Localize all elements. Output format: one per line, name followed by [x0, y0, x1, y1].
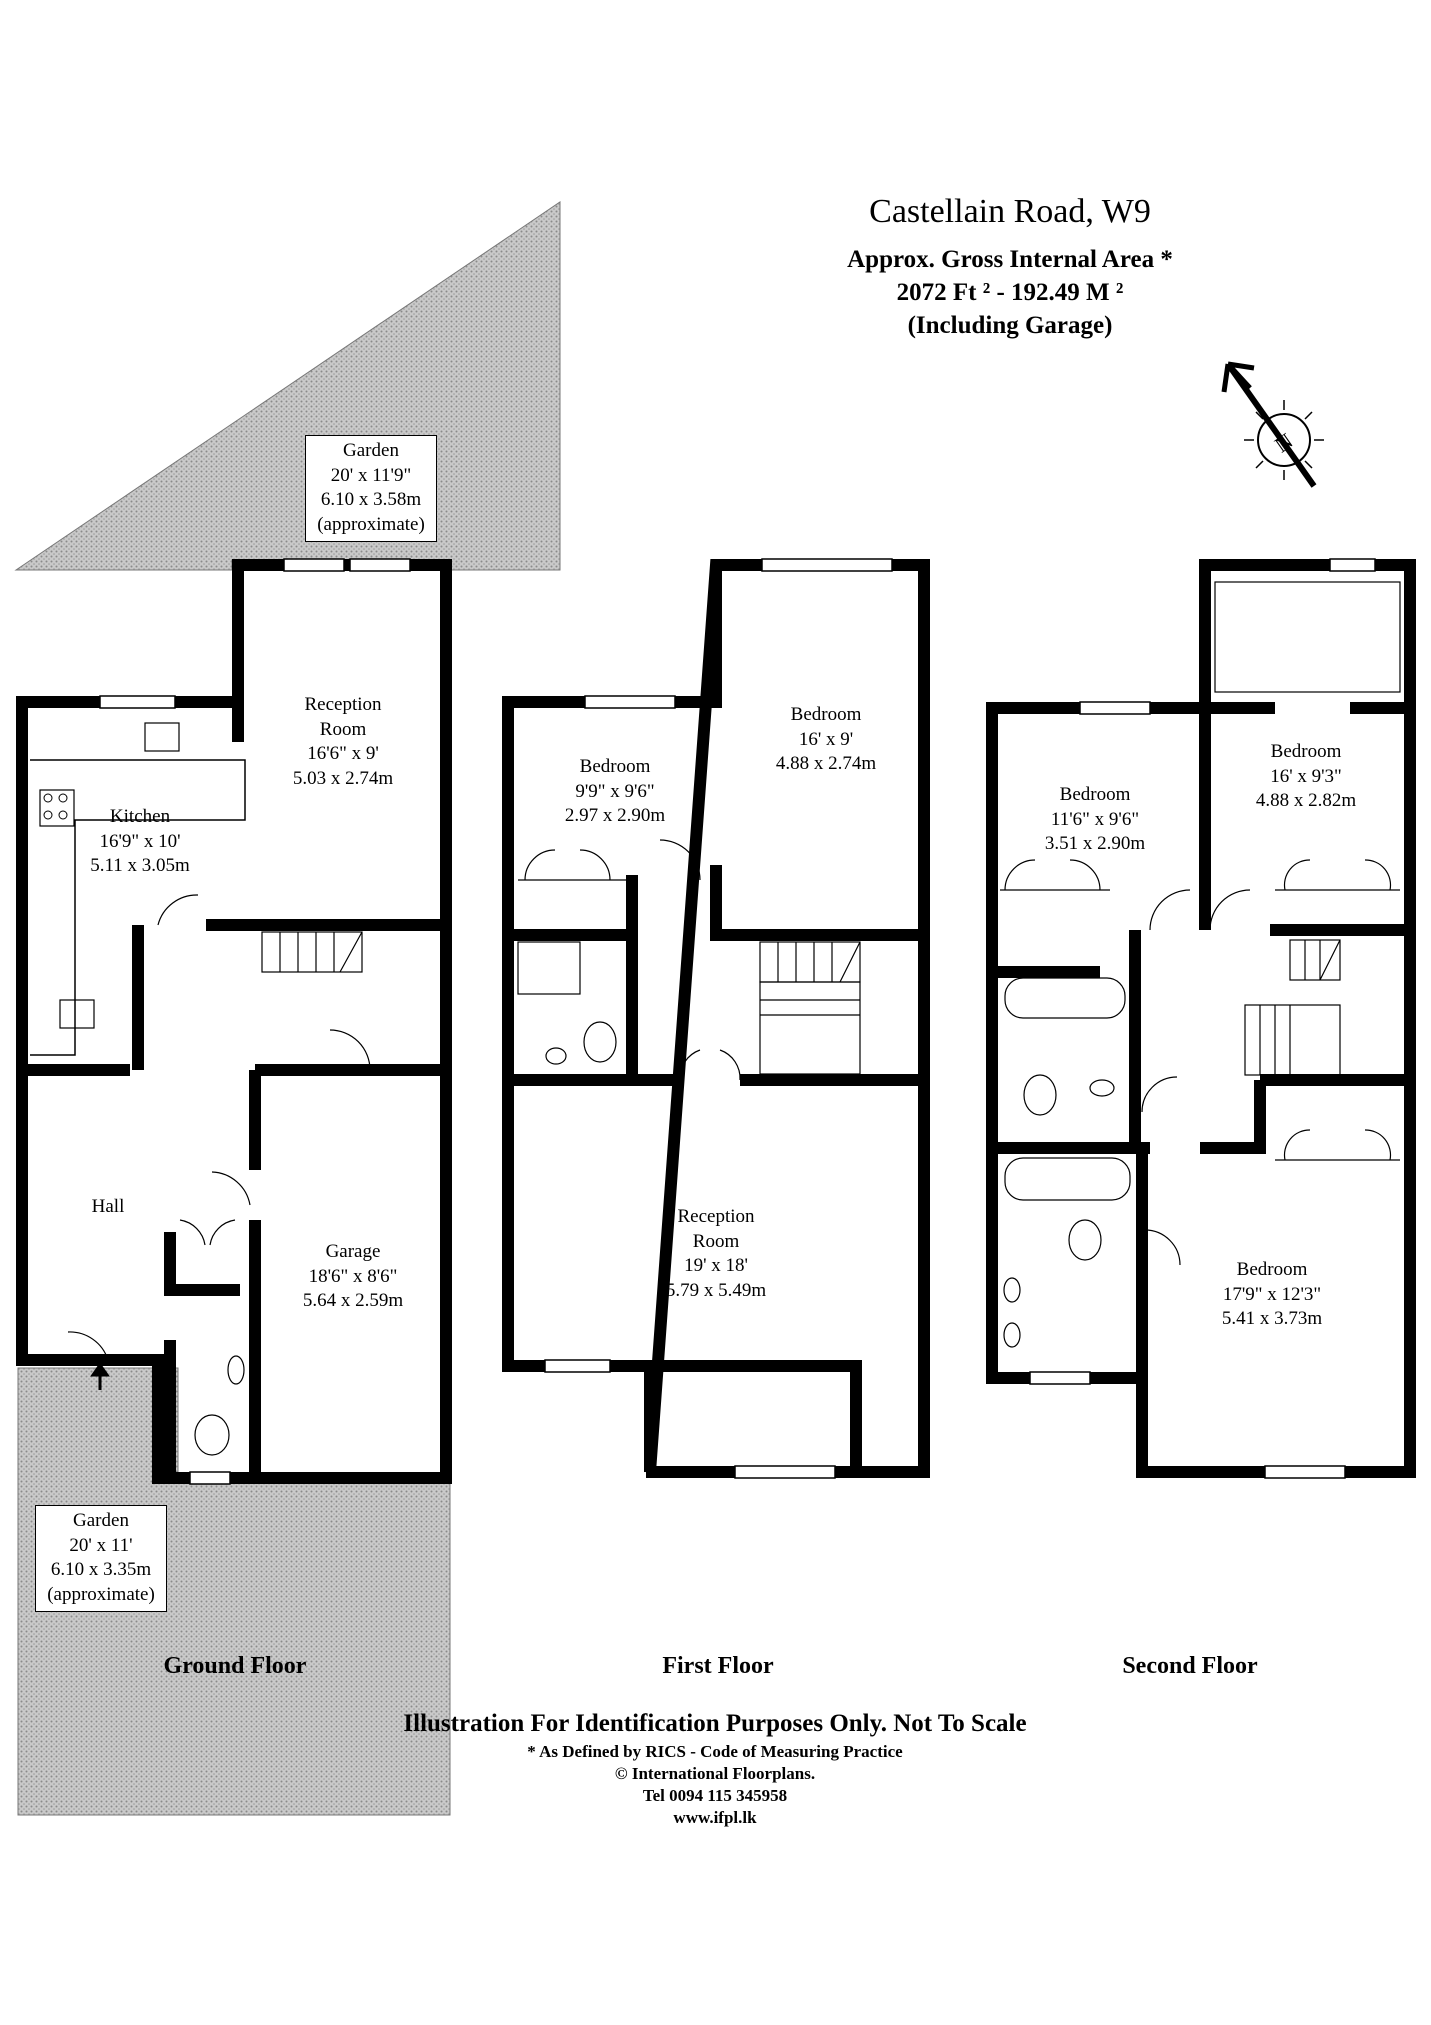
- ground-reception-name2: Room: [319, 718, 367, 740]
- garden-rear-imperial: 20' x 11'9": [330, 464, 412, 486]
- page-title: Castellain Road, W9: [869, 193, 1151, 230]
- ground-reception-imperial: 16'6" x 9': [307, 743, 379, 765]
- second-bedroom-right-name: Bedroom: [1270, 741, 1342, 762]
- first-bedroom-small-label: Bedroom 9'9" x 9'6" 2.97 x 2.90m: [515, 755, 715, 829]
- area-block: Approx. Gross Internal Area * 2072 Ft ² …: [760, 243, 1260, 342]
- first-floor-plan: [502, 558, 930, 1479]
- second-bedroom-left-label: Bedroom 11'6" x 9'6" 3.51 x 2.90m: [995, 783, 1195, 857]
- second-bedroom-right-label: Bedroom 16' x 9'3" 4.88 x 2.82m: [1206, 740, 1406, 814]
- area-value: 2072 Ft ² - 192.49 M ²: [896, 279, 1124, 306]
- first-bedroom-rear-imperial: 16' x 9': [798, 728, 854, 750]
- hall-label: Hall: [8, 1195, 208, 1220]
- second-bedroom-main-name: Bedroom: [1236, 1259, 1308, 1280]
- first-reception-metric: 5.79 x 5.49m: [665, 1280, 767, 1302]
- garden-rear-note: (approximate): [317, 514, 425, 536]
- garden-front-label: Garden 20' x 11' 6.10 x 3.35m (approxima…: [35, 1505, 167, 1612]
- first-bedroom-small-name: Bedroom: [579, 756, 651, 777]
- first-floor-caption: First Floor: [662, 1653, 774, 1679]
- first-bedroom-small-metric: 2.97 x 2.90m: [564, 805, 666, 827]
- area-label: Approx. Gross Internal Area *: [847, 246, 1173, 273]
- first-reception-imperial: 19' x 18': [684, 1255, 748, 1277]
- garden-rear-hatch-fill: [16, 570, 232, 702]
- second-bedroom-left-metric: 3.51 x 2.90m: [1044, 833, 1146, 855]
- second-bedroom-right-metric: 4.88 x 2.82m: [1255, 790, 1357, 812]
- hall-name: Hall: [91, 1196, 125, 1217]
- kitchen-imperial: 16'9" x 10': [99, 830, 181, 852]
- second-floor-plan: [986, 558, 1416, 1479]
- garden-front-imperial: 20' x 11': [69, 1534, 133, 1556]
- garden-rear-label: Garden 20' x 11'9" 6.10 x 3.58m (approxi…: [305, 435, 437, 542]
- first-bedroom-rear-label: Bedroom 16' x 9' 4.88 x 2.74m: [726, 703, 926, 777]
- kitchen-label: Kitchen 16'9" x 10' 5.11 x 3.05m: [40, 805, 240, 879]
- rics-note: * As Defined by RICS - Code of Measuring…: [527, 1742, 903, 1761]
- garden-rear-metric: 6.10 x 3.58m: [320, 489, 422, 511]
- ground-reception-name1: Reception: [304, 694, 382, 715]
- disclaimer-text: Illustration For Identification Purposes…: [403, 1710, 1027, 1737]
- first-reception-label: Reception Room 19' x 18' 5.79 x 5.49m: [616, 1205, 816, 1304]
- second-bedroom-main-imperial: 17'9" x 12'3": [1222, 1283, 1322, 1305]
- copyright-text: © International Floorplans.: [614, 1764, 816, 1784]
- second-bedroom-main-label: Bedroom 17'9" x 12'3" 5.41 x 3.73m: [1172, 1258, 1372, 1332]
- garden-front-name: Garden: [73, 1510, 129, 1531]
- area-note: (Including Garage): [907, 312, 1113, 339]
- first-reception-name2: Room: [692, 1230, 740, 1252]
- second-bedroom-left-imperial: 11'6" x 9'6": [1050, 808, 1140, 830]
- compass-rose: [1221, 361, 1324, 488]
- kitchen-name: Kitchen: [109, 806, 171, 827]
- ground-reception-metric: 5.03 x 2.74m: [292, 768, 394, 790]
- second-bedroom-right-imperial: 16' x 9'3": [1270, 765, 1342, 787]
- first-bedroom-rear-metric: 4.88 x 2.74m: [775, 753, 877, 775]
- kitchen-metric: 5.11 x 3.05m: [90, 855, 190, 877]
- garden-rear-poly: [14, 201, 561, 571]
- garden-front-note: (approximate): [47, 1584, 155, 1606]
- second-bedroom-left-name: Bedroom: [1059, 784, 1131, 805]
- first-bedroom-rear-name: Bedroom: [790, 704, 862, 725]
- second-bedroom-main-metric: 5.41 x 3.73m: [1221, 1308, 1323, 1330]
- ground-floor-caption: Ground Floor: [163, 1653, 307, 1679]
- first-reception-name1: Reception: [677, 1206, 755, 1227]
- website-text: www.ifpl.lk: [673, 1808, 757, 1828]
- first-bedroom-small-imperial: 9'9" x 9'6": [575, 780, 655, 802]
- ground-reception-label: Reception Room 16'6" x 9' 5.03 x 2.74m: [243, 693, 443, 792]
- garden-rear-name: Garden: [343, 440, 399, 461]
- garage-name: Garage: [325, 1241, 381, 1262]
- second-floor-caption: Second Floor: [1122, 1653, 1258, 1679]
- footer-block: Illustration For Identification Purposes…: [315, 1706, 1115, 1829]
- garage-metric: 5.64 x 2.59m: [302, 1290, 404, 1312]
- garage-imperial: 18'6" x 8'6": [308, 1265, 398, 1287]
- garden-front-metric: 6.10 x 3.35m: [50, 1559, 152, 1581]
- garage-label: Garage 18'6" x 8'6" 5.64 x 2.59m: [253, 1240, 453, 1314]
- telephone-text: Tel 0094 115 345958: [642, 1786, 788, 1806]
